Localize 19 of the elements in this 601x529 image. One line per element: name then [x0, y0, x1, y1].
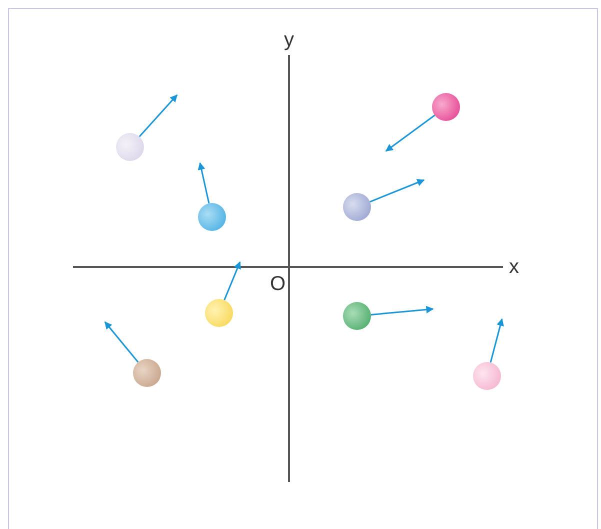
- ball: [343, 302, 371, 330]
- velocity-arrow: [370, 306, 434, 316]
- axis-label: y: [284, 30, 294, 50]
- velocity-arrow: [198, 162, 210, 204]
- ball: [198, 203, 226, 231]
- ball: [432, 93, 460, 121]
- axis-label: x: [509, 257, 519, 277]
- velocity-arrow: [224, 261, 241, 300]
- ball: [133, 359, 161, 387]
- axis-label: O: [270, 274, 286, 294]
- velocity-arrow: [370, 179, 425, 202]
- ball: [205, 299, 233, 327]
- ball: [473, 362, 501, 390]
- velocity-arrow: [490, 318, 504, 363]
- velocity-arrow: [104, 321, 139, 363]
- velocity-arrow: [138, 94, 178, 138]
- velocity-arrow: [385, 114, 436, 152]
- ball: [116, 133, 144, 161]
- ball: [343, 193, 371, 221]
